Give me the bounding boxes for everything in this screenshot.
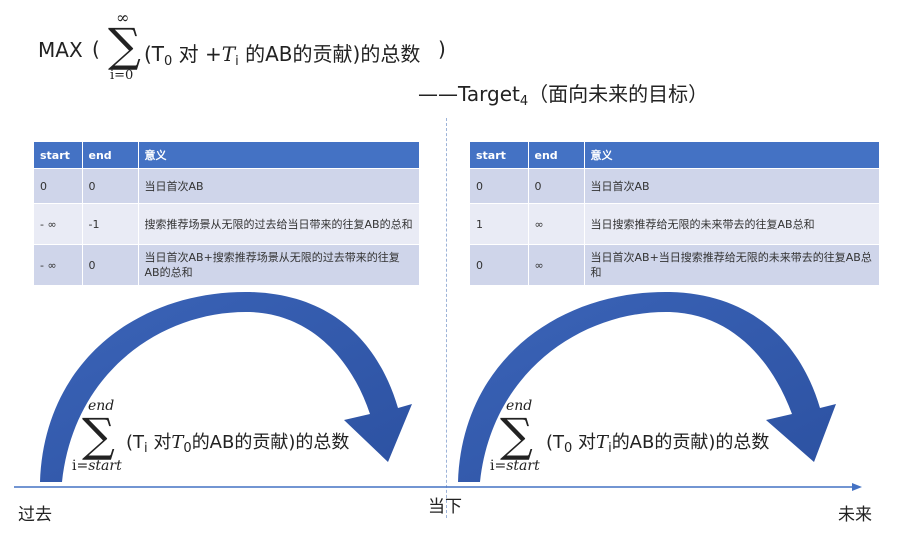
- cell-start: - ∞: [34, 203, 83, 245]
- column-header-meaning: 意义: [138, 142, 420, 169]
- formula-term: (T0 对 +Ti 的AB的贡献)的总数: [144, 38, 420, 69]
- cell-meaning: 当日搜索推荐给无限的未来带去的往复AB总和: [584, 203, 880, 245]
- cell-meaning: 当日首次AB+当日搜索推荐给无限的未来带去的往复AB总和: [584, 244, 880, 285]
- column-header-end: end: [82, 142, 139, 169]
- column-header-start: start: [34, 142, 83, 169]
- right-sum-upper: end: [506, 398, 533, 414]
- term-ti-sub: i: [235, 54, 239, 69]
- cell-start: 0: [470, 244, 529, 285]
- close-paren: ): [438, 37, 446, 61]
- cell-end: -1: [82, 203, 139, 245]
- target-label: ——Target4（面向未来的目标）: [418, 78, 708, 109]
- cell-end: 0: [528, 168, 585, 204]
- cell-meaning: 搜索推荐场景从无限的过去给当日带来的往复AB的总和: [138, 203, 420, 245]
- timeline-arrowhead: [852, 483, 862, 491]
- timeline-label-present: 当下: [428, 497, 462, 517]
- term-t-sub: 0: [164, 54, 173, 69]
- center-divider: [446, 118, 447, 518]
- open-paren: (: [92, 37, 100, 61]
- column-header-start: start: [470, 142, 529, 169]
- right-term-mid: 对: [572, 432, 597, 453]
- term-t: (T: [144, 42, 165, 66]
- cell-start: - ∞: [34, 244, 83, 285]
- past-to-present-arrow: [40, 291, 412, 482]
- left-term-end: 的AB的贡献)的总数: [191, 432, 350, 453]
- summation-sign: ∑: [108, 18, 141, 72]
- left-sum-lower-i: i=: [72, 458, 89, 474]
- left-sum-lower: i=start: [72, 458, 122, 474]
- target-sub: 4: [519, 94, 529, 109]
- right-sum-term: (T0 对Ti的AB的贡献)的总数: [546, 428, 769, 456]
- timeline-label-future: 未来: [838, 505, 872, 525]
- right-term-t: T: [596, 432, 609, 453]
- cell-end: 0: [82, 168, 139, 204]
- table-header-row: start end 意义: [470, 142, 880, 169]
- cell-end: ∞: [528, 244, 585, 285]
- column-header-end: end: [528, 142, 585, 169]
- right-term-open: (T: [546, 432, 565, 453]
- right-sum-lower-i: i=: [490, 458, 507, 474]
- cell-start: 0: [34, 168, 83, 204]
- target-prefix: ——Target: [418, 82, 520, 106]
- term-end: 的AB的贡献)的总数: [238, 42, 421, 66]
- max-label: MAX: [38, 38, 83, 62]
- cell-start: 1: [470, 203, 529, 245]
- right-sum-lower-var: start: [506, 458, 540, 474]
- right-term-end: 的AB的贡献)的总数: [611, 432, 770, 453]
- present-to-future-arrow: [458, 291, 836, 482]
- table-row: 1 ∞ 当日搜索推荐给无限的未来带去的往复AB总和: [470, 203, 880, 245]
- left-term-open: (T: [126, 432, 145, 453]
- left-sum-lower-var: start: [88, 458, 122, 474]
- table-row: 0 0 当日首次AB: [34, 168, 420, 204]
- sum-upper-limit: ∞: [116, 8, 130, 27]
- right-definition-table: start end 意义 0 0 当日首次AB 1 ∞ 当日搜索推荐给无限的未来…: [470, 142, 880, 285]
- left-sum-term: (Ti 对T0的AB的贡献)的总数: [126, 428, 349, 456]
- cell-meaning: 当日首次AB: [584, 168, 880, 204]
- left-term-t: T: [171, 432, 184, 453]
- cell-end: 0: [82, 244, 139, 285]
- column-header-meaning: 意义: [584, 142, 880, 169]
- cell-meaning: 当日首次AB+搜索推荐场景从无限的过去带来的往复AB的总和: [138, 244, 420, 285]
- right-summation-sign: ∑: [500, 408, 533, 462]
- left-term-mid: 对: [147, 432, 172, 453]
- target-suffix: （面向未来的目标）: [528, 82, 709, 106]
- left-summation-sign: ∑: [82, 408, 115, 462]
- sum-lower-limit: i=0: [110, 68, 134, 83]
- timeline-label-past: 过去: [18, 505, 52, 525]
- right-term-t-sub: i: [608, 441, 612, 456]
- term-ti: T: [221, 42, 236, 66]
- table-header-row: start end 意义: [34, 142, 420, 169]
- left-definition-table: start end 意义 0 0 当日首次AB - ∞ -1 搜索推荐场景从无限…: [34, 142, 420, 285]
- table-row: - ∞ -1 搜索推荐场景从无限的过去给当日带来的往复AB的总和: [34, 203, 420, 245]
- right-sum-lower: i=start: [490, 458, 540, 474]
- table-row: 0 ∞ 当日首次AB+当日搜索推荐给无限的未来带去的往复AB总和: [470, 244, 880, 285]
- left-term-t-sub: 0: [183, 441, 192, 456]
- cell-start: 0: [470, 168, 529, 204]
- table-row: - ∞ 0 当日首次AB+搜索推荐场景从无限的过去带来的往复AB的总和: [34, 244, 420, 285]
- term-mid: 对 +: [172, 42, 222, 66]
- left-term-sub: i: [144, 441, 148, 456]
- table-row: 0 0 当日首次AB: [470, 168, 880, 204]
- cell-end: ∞: [528, 203, 585, 245]
- right-term-sub: 0: [564, 441, 573, 456]
- cell-meaning: 当日首次AB: [138, 168, 420, 204]
- left-sum-upper: end: [88, 398, 115, 414]
